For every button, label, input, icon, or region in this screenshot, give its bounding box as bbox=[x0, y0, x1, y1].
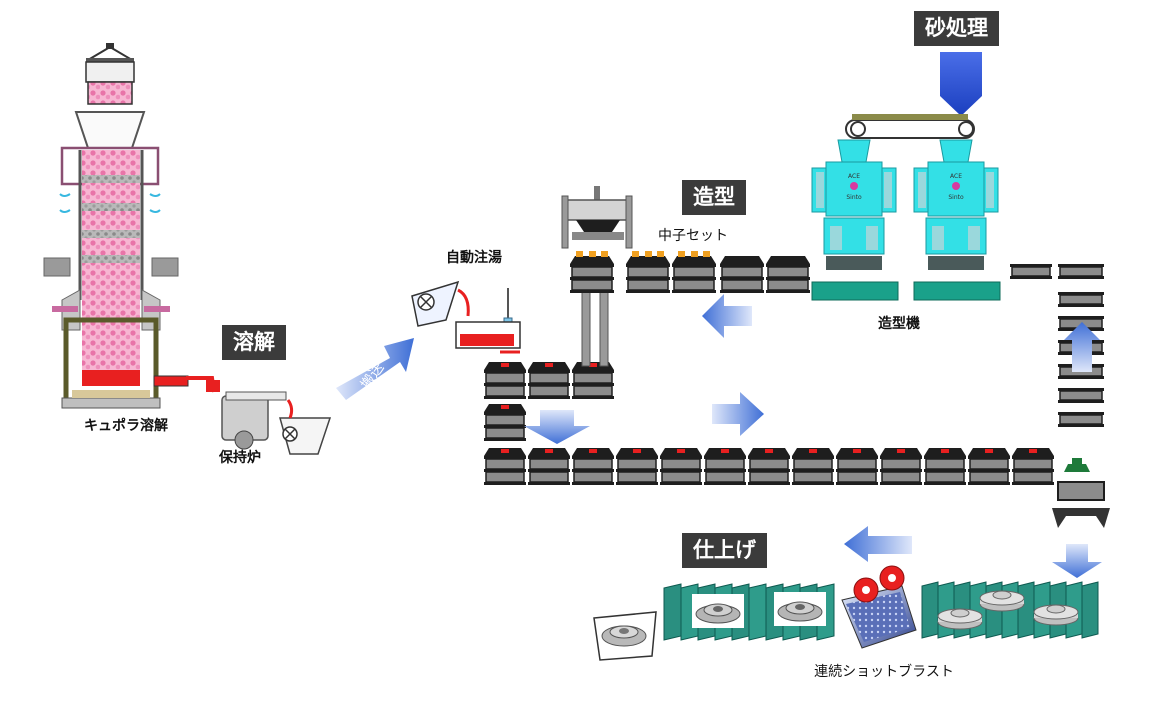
label-melting: 溶解 bbox=[222, 325, 286, 360]
empty-flask bbox=[1058, 388, 1104, 403]
casting-part bbox=[979, 590, 1025, 612]
mold-flask bbox=[528, 362, 570, 399]
mold-flask bbox=[880, 448, 922, 485]
mold-flask bbox=[720, 256, 764, 293]
molding-machine-unit: ACE Sinto bbox=[811, 139, 899, 301]
mold-flask bbox=[572, 362, 614, 399]
machine-maker-text: Sinto bbox=[948, 194, 964, 201]
mold-flask bbox=[616, 448, 658, 485]
empty-flask bbox=[1058, 292, 1104, 307]
molding-machine-unit: ACE Sinto bbox=[913, 139, 1001, 301]
arrow-up-right bbox=[1064, 322, 1100, 372]
holding-furnace bbox=[206, 380, 287, 450]
mold-flask bbox=[704, 448, 746, 485]
mold-flask bbox=[528, 448, 570, 485]
core-setting-line-flasks bbox=[570, 251, 810, 293]
mold-flask bbox=[484, 448, 526, 485]
cupola-caption: キュポラ溶解 bbox=[84, 417, 168, 434]
casting-part bbox=[937, 608, 983, 630]
empty-flask bbox=[1058, 412, 1104, 427]
ladle-small bbox=[279, 399, 332, 455]
mold-flask bbox=[660, 448, 702, 485]
mold-flask bbox=[570, 251, 614, 293]
casting-part bbox=[692, 594, 744, 628]
mold-flask bbox=[748, 448, 790, 485]
shot-blast-unit bbox=[841, 565, 917, 649]
mold-flask bbox=[924, 448, 966, 485]
casting-part bbox=[774, 592, 826, 626]
mold-flask bbox=[792, 448, 834, 485]
arrow-left-lower bbox=[844, 526, 912, 562]
mold-flask bbox=[572, 448, 614, 485]
mold-flask bbox=[672, 251, 716, 293]
shakeout-gripper bbox=[1052, 458, 1110, 528]
finished-part bbox=[593, 611, 657, 661]
mold-flask bbox=[1012, 448, 1054, 485]
pouring-sensor bbox=[455, 288, 521, 354]
molding-machines: ACE Sinto ACE Sinto bbox=[811, 139, 1001, 301]
sand-conveyor-belt bbox=[845, 114, 975, 139]
machine-brand-text: ACE bbox=[848, 173, 860, 180]
shot-blast-caption: 連続ショットブラスト bbox=[814, 663, 954, 680]
charging-bucket bbox=[85, 43, 135, 105]
label-molding: 造型 bbox=[682, 180, 746, 215]
transport-arrow bbox=[336, 338, 414, 400]
finishing-conveyor bbox=[663, 581, 1099, 641]
label-finishing: 仕上げ bbox=[682, 533, 767, 568]
empty-flask bbox=[1010, 264, 1052, 279]
sand-hopper bbox=[940, 52, 982, 116]
mold-flask bbox=[484, 362, 526, 399]
mold-press bbox=[561, 186, 633, 367]
auto-pouring-caption: 自動注湯 bbox=[446, 249, 502, 266]
arrow-down-right bbox=[1052, 544, 1102, 578]
cupola-furnace bbox=[43, 43, 216, 409]
mold-flask bbox=[484, 404, 526, 441]
machine-brand-text: ACE bbox=[950, 173, 962, 180]
empty-flask bbox=[1058, 264, 1104, 279]
cooling-line-flasks bbox=[484, 448, 1054, 485]
casting-part bbox=[1033, 604, 1079, 626]
mold-flask bbox=[968, 448, 1010, 485]
arrow-down-left bbox=[524, 410, 590, 444]
machine-maker-text: Sinto bbox=[846, 194, 862, 201]
arrow-left-upper bbox=[702, 294, 752, 338]
mold-flask bbox=[766, 256, 810, 293]
core-setting-caption: 中子セット bbox=[658, 228, 728, 244]
pouring-ladle bbox=[411, 280, 470, 327]
label-sand-processing: 砂処理 bbox=[914, 11, 999, 46]
molding-caption: 造型機 bbox=[878, 316, 920, 332]
mold-flask bbox=[836, 448, 878, 485]
holding-furnace-caption: 保持炉 bbox=[218, 449, 261, 466]
mold-flask bbox=[626, 251, 670, 293]
arrow-right-middle bbox=[712, 392, 764, 436]
